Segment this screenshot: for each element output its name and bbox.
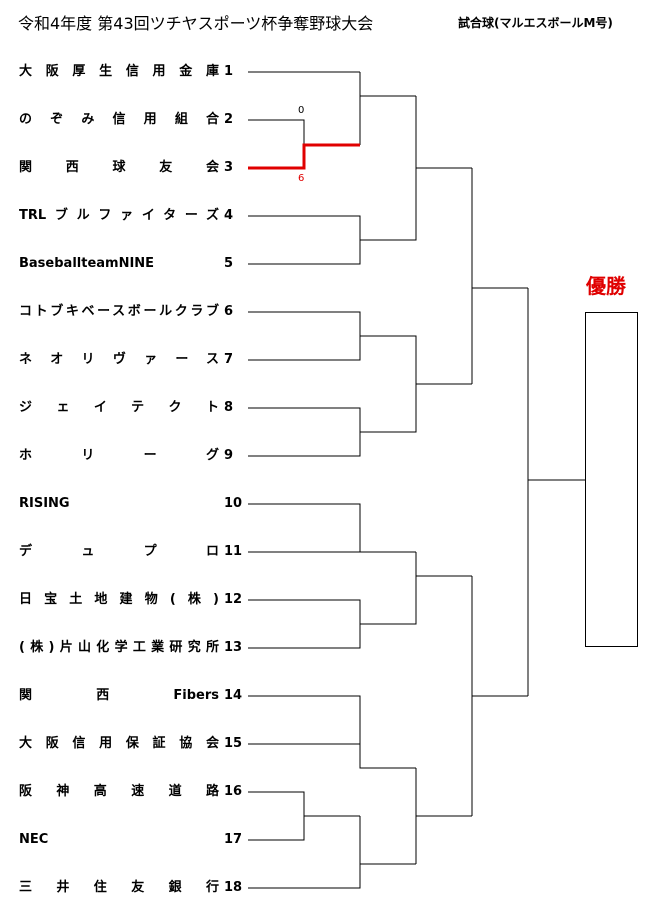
team-seed: 13 — [224, 640, 243, 655]
team-seed: 8 — [224, 400, 234, 415]
team-name: デュプロ — [19, 544, 219, 559]
match-score-winner: 6 — [298, 173, 305, 184]
champion-box — [585, 312, 638, 647]
team-name: 阪神高速道路 — [19, 784, 219, 799]
team-name: TRLブルファイターズ — [19, 208, 219, 223]
team-name: BaseballteamNINE — [19, 256, 155, 271]
team-name: 三井住友銀行 — [19, 880, 219, 895]
team-name: ホリーグ — [19, 448, 219, 463]
match-score-loser: 0 — [298, 105, 305, 116]
page-subtitle: 試合球(マルエスボールM号) — [458, 16, 613, 30]
team-seed: 4 — [224, 208, 234, 223]
team-seed: 17 — [224, 832, 243, 847]
header: 令和4年度 第43回ツチヤスポーツ杯争奪野球大会 試合球(マルエスボールM号) — [14, 6, 664, 36]
bracket-match — [360, 335, 472, 433]
team-seed: 11 — [224, 544, 243, 559]
team-seed: 6 — [224, 304, 234, 319]
team-seed: 15 — [224, 736, 243, 751]
team-name: 大阪厚生信用金庫 — [19, 64, 219, 79]
team-seed: 16 — [224, 784, 243, 799]
team-name: ジェイテクト — [19, 400, 219, 415]
team-seed: 3 — [224, 160, 234, 175]
bracket-match — [248, 215, 361, 265]
team-seed: 10 — [224, 496, 243, 511]
team-seed: 18 — [224, 880, 243, 895]
bracket-match — [248, 311, 361, 361]
bracket-match — [359, 528, 417, 625]
team-name: 関西Fibers — [19, 688, 219, 703]
team-seed: 12 — [224, 592, 243, 607]
bracket-match — [248, 503, 361, 553]
bracket-match — [527, 288, 585, 696]
team-seed: 1 — [224, 64, 234, 79]
bracket-match — [248, 71, 360, 145]
bracket-match — [248, 695, 361, 745]
winner-path — [248, 143, 360, 170]
team-seed: 5 — [224, 256, 234, 271]
team-name: 大阪信用保証協会 — [19, 736, 219, 751]
team-seed: 9 — [224, 448, 234, 463]
team-name: (株)片山化学工業研究所 — [19, 640, 219, 655]
bracket-match — [360, 96, 472, 241]
bracket-match — [248, 407, 361, 457]
bracket-match — [248, 791, 361, 889]
champion-label: 優勝 — [586, 274, 626, 298]
team-name: 日宝土地建物(株) — [19, 592, 219, 607]
team-name: NEC — [19, 832, 49, 847]
team-seed: 14 — [224, 688, 243, 703]
page-title: 令和4年度 第43回ツチヤスポーツ杯争奪野球大会 — [18, 14, 374, 33]
bracket-match — [359, 720, 417, 865]
team-name: RISING — [19, 496, 70, 511]
team-name: コトブキベースボールクラブ — [19, 304, 219, 319]
team-name: のぞみ信用組合 — [19, 112, 219, 127]
team-seed: 2 — [224, 112, 234, 127]
team-name: ネオリヴァース — [19, 352, 219, 367]
team-seed: 7 — [224, 352, 234, 367]
team-name: 関西球友会 — [19, 160, 219, 175]
bracket-match — [471, 576, 528, 816]
bracket-match — [248, 599, 361, 649]
bracket-match — [359, 72, 416, 97]
bracket-match — [471, 168, 528, 384]
